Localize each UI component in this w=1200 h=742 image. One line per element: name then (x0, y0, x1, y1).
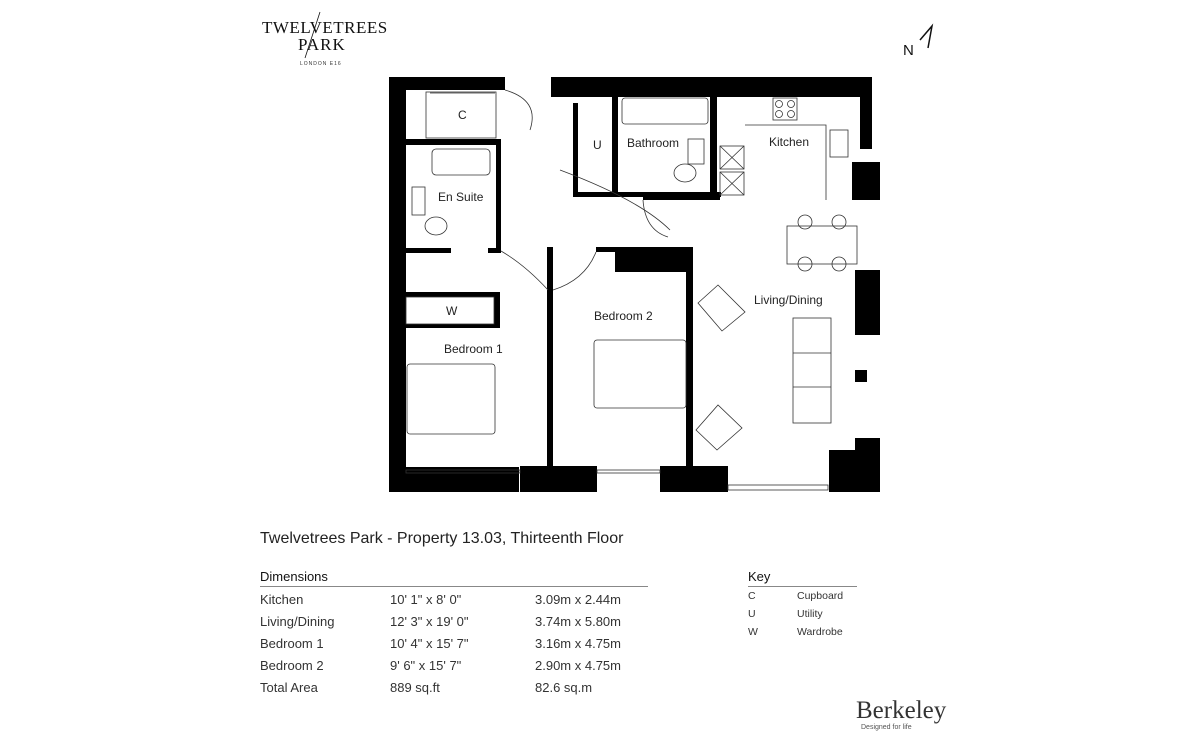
dim-imperial: 9' 6" x 15' 7" (390, 658, 462, 673)
fixtures (405, 89, 858, 491)
dim-room: Bedroom 1 (260, 636, 324, 651)
dim-imperial: 10' 4" x 15' 7" (390, 636, 469, 651)
label-bedroom2: Bedroom 2 (594, 309, 653, 323)
label-cupboard: C (458, 108, 467, 122)
key-label: Utility (797, 608, 823, 620)
dim-imperial: 12' 3" x 19' 0" (390, 614, 469, 629)
dim-room: Kitchen (260, 592, 304, 607)
north-label: N (903, 42, 914, 59)
key-divider (748, 586, 857, 587)
key-label: Wardrobe (797, 626, 843, 638)
dim-room: Total Area (260, 680, 318, 695)
dim-imperial: 889 sq.ft (390, 680, 440, 695)
dim-metric: 3.16m x 4.75m (535, 636, 621, 651)
dimensions-divider (260, 586, 648, 587)
property-title: Twelvetrees Park - Property 13.03, Thirt… (260, 530, 624, 547)
dim-metric: 3.09m x 2.44m (535, 592, 621, 607)
label-en-suite: En Suite (438, 190, 484, 204)
label-bathroom: Bathroom (627, 136, 679, 150)
berkeley-tagline: Designed for life (861, 724, 912, 731)
berkeley-logo: Berkeley (856, 697, 947, 724)
key-heading: Key (748, 569, 771, 584)
walls (389, 77, 880, 492)
dim-room: Living/Dining (260, 614, 335, 629)
dim-metric: 2.90m x 4.75m (535, 658, 621, 673)
logo-line1: TWELVETREES (262, 18, 388, 37)
label-wardrobe: W (446, 304, 458, 318)
key-code: C (748, 590, 756, 602)
label-living: Living/Dining (754, 293, 823, 307)
label-utility: U (593, 138, 602, 152)
key-code: U (748, 608, 756, 620)
dim-imperial: 10' 1" x 8' 0" (390, 592, 462, 607)
dim-room: Bedroom 2 (260, 658, 324, 673)
dimensions-heading: Dimensions (260, 569, 328, 584)
dim-metric: 3.74m x 5.80m (535, 614, 621, 629)
logo-line3: LONDON E16 (300, 61, 342, 67)
key-label: Cupboard (797, 590, 844, 602)
label-bedroom1: Bedroom 1 (444, 342, 503, 356)
dim-metric: 82.6 sq.m (535, 680, 593, 695)
key-code: W (748, 626, 758, 638)
label-kitchen: Kitchen (769, 135, 809, 149)
